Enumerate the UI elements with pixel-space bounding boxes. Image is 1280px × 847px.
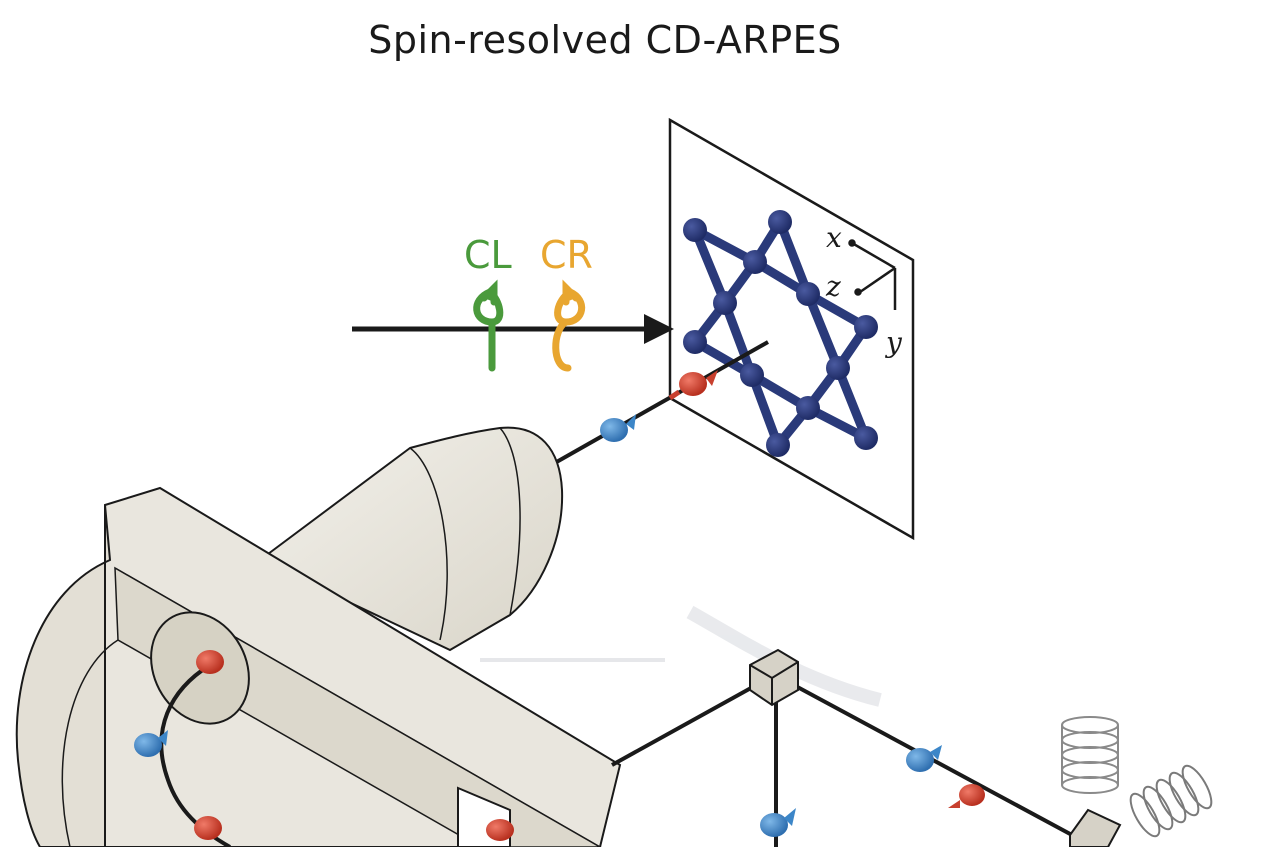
figure-title: Spin-resolved CD-ARPES (368, 18, 842, 62)
spin-down-electron-icon (600, 414, 636, 442)
axis-label-y: y (884, 326, 903, 359)
lattice-atom (768, 210, 792, 234)
spin-up-electron-icon (194, 816, 222, 840)
lattice-atom (740, 363, 764, 387)
spin-detector-beamlines (611, 681, 1073, 847)
lattice-atom (854, 426, 878, 450)
lattice-atom (713, 291, 737, 315)
lattice-atom (796, 282, 820, 306)
lattice-atom (766, 433, 790, 457)
lattice-atom (743, 250, 767, 274)
cr-label: CR (540, 233, 593, 277)
spin-down-electron-icon (760, 808, 796, 837)
hemispherical-analyzer (15, 486, 622, 847)
cl-label: CL (464, 233, 512, 277)
spin-up-electron-icon (486, 819, 514, 841)
vertical-coil-icon (1061, 716, 1119, 794)
spin-up-electron-icon (948, 784, 985, 808)
axis-label-x: x (826, 221, 842, 254)
spin-up-electron-icon (196, 650, 224, 674)
lattice-atom (683, 330, 707, 354)
cr-helix-icon (552, 279, 585, 372)
spin-down-electron-icon (134, 730, 168, 757)
spin-splitter-cube (749, 648, 799, 707)
lattice-atom (796, 396, 820, 420)
lattice-atom (683, 218, 707, 242)
lattice-atom (854, 315, 878, 339)
lattice-atoms (683, 210, 878, 457)
spin-down-electron-icon (906, 745, 942, 772)
axis-label-z: z (825, 270, 841, 303)
detector-block (1069, 808, 1122, 847)
background-shadow (480, 605, 882, 707)
coordinate-axes (848, 239, 897, 310)
lattice-atom (826, 356, 850, 380)
horizontal-coil-icon (1129, 764, 1213, 838)
photoelectron-path (552, 340, 769, 466)
cl-helix-icon (473, 279, 504, 372)
spin-up-electron-icon (668, 370, 718, 401)
